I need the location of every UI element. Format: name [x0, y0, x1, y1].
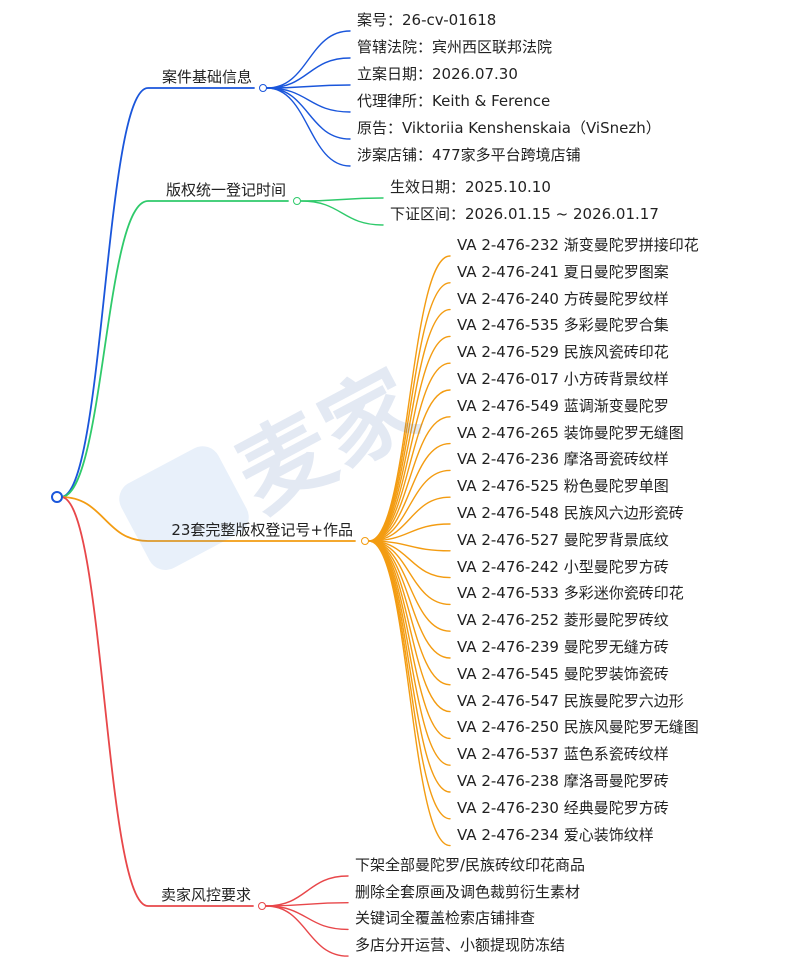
- leaf-connector: [368, 255, 451, 542]
- leaf-item: VA 2-476-241 夏日曼陀罗图案: [457, 262, 669, 281]
- branch-connector: [60, 200, 289, 498]
- branch-connector: [60, 496, 254, 907]
- branch-label: 案件基础信息: [161, 68, 252, 86]
- leaf-item: VA 2-476-549 蓝调渐变曼陀罗: [457, 396, 669, 415]
- leaf-item: VA 2-476-240 方砖曼陀罗纹样: [457, 289, 669, 308]
- leaf-connector: [368, 540, 451, 579]
- leaf-item: 代理律所：Keith & Ference: [357, 92, 551, 110]
- leaf-item: 关键词全覆盖检索店铺排查: [355, 909, 536, 928]
- leaf-item: 原告：Viktoriia Kenshenskaia（ViSnezh）: [357, 119, 661, 137]
- leaf-item: VA 2-476-017 小方砖背景纹样: [457, 370, 669, 388]
- leaf-item: VA 2-476-265 装饰曼陀罗无缝图: [457, 423, 684, 442]
- leaf-connector: [368, 496, 451, 542]
- leaf-item: VA 2-476-527 曼陀罗背景底纹: [457, 530, 669, 549]
- branch-connector: [60, 87, 255, 498]
- leaf-connector: [266, 84, 351, 89]
- branch-label: 版权统一登记时间: [165, 181, 286, 199]
- leaf-item: VA 2-476-230 经典曼陀罗方砖: [457, 798, 669, 817]
- leaf-item: VA 2-476-525 粉色曼陀罗单图: [457, 477, 669, 496]
- leaf-connector: [265, 875, 349, 907]
- leaf-connector: [266, 87, 351, 113]
- leaf-connector: [368, 308, 451, 542]
- leaf-item: 下证区间：2026.01.15 ~ 2026.01.17: [390, 205, 659, 223]
- leaf-connector: [266, 57, 351, 89]
- root-node: [51, 491, 63, 503]
- leaf-item: 涉案店铺：477家多平台跨境店铺: [357, 146, 581, 164]
- leaf-item: 管辖法院：宾州西区联邦法院: [357, 38, 553, 56]
- branch-knot: [258, 902, 266, 910]
- branch-knot: [259, 84, 267, 92]
- leaf-connector: [368, 442, 451, 542]
- leaf-connector: [300, 197, 384, 202]
- leaf-item: VA 2-476-236 摩洛哥瓷砖纹样: [457, 450, 669, 469]
- leaf-item: VA 2-476-547 民族曼陀罗六边形: [457, 691, 684, 710]
- branch-knot: [361, 537, 369, 545]
- leaf-connector: [368, 416, 451, 542]
- leaf-item: VA 2-476-250 民族风曼陀罗无缝图: [457, 718, 699, 737]
- leaf-connector: [368, 540, 451, 847]
- leaf-connector: [368, 540, 451, 740]
- branch-knot: [293, 197, 301, 205]
- leaf-connector: [368, 335, 451, 542]
- leaf-item: VA 2-476-533 多彩迷你瓷砖印花: [457, 584, 684, 603]
- leaf-connector: [265, 902, 349, 907]
- leaf-item: VA 2-476-537 蓝色系瓷砖纹样: [457, 745, 669, 764]
- leaf-item: VA 2-476-535 多彩曼陀罗合集: [457, 316, 669, 335]
- leaf-item: VA 2-476-548 民族风六边形瓷砖: [457, 504, 684, 522]
- leaf-connector: [368, 362, 451, 542]
- leaf-item: VA 2-476-545 曼陀罗装饰瓷砖: [457, 664, 669, 683]
- branch-connector: [60, 496, 356, 542]
- leaf-item: 下架全部曼陀罗/民族砖纹印花商品: [355, 856, 586, 874]
- leaf-item: 多店分开运营、小额提现防冻结: [355, 936, 566, 955]
- leaf-connector: [368, 540, 451, 659]
- leaf-connector: [266, 30, 351, 89]
- leaf-connector: [368, 389, 451, 542]
- leaf-item: 案号：26-cv-01618: [357, 11, 497, 29]
- leaf-item: 生效日期：2025.10.10: [390, 178, 551, 196]
- leaf-item: VA 2-476-239 曼陀罗无缝方砖: [457, 638, 669, 656]
- branch-label: 卖家风控要求: [160, 886, 251, 904]
- leaf-item: VA 2-476-238 摩洛哥曼陀罗砖: [457, 772, 669, 790]
- leaf-connector: [266, 87, 351, 140]
- leaf-connector: [265, 905, 349, 957]
- leaf-connector: [368, 523, 451, 542]
- leaf-connector: [300, 200, 384, 226]
- leaf-item: 删除全套原画及调色裁剪衍生素材: [355, 882, 581, 901]
- leaf-item: VA 2-476-234 爱心装饰纹样: [457, 825, 654, 844]
- leaf-item: VA 2-476-242 小型曼陀罗方砖: [457, 557, 669, 576]
- leaf-item: VA 2-476-232 渐变曼陀罗拼接印花: [457, 236, 699, 254]
- branch-label: 23套完整版权登记号+作品: [171, 521, 353, 539]
- leaf-item: VA 2-476-252 菱形曼陀罗砖纹: [457, 611, 669, 630]
- leaf-connector: [368, 540, 451, 793]
- leaf-connector: [368, 540, 451, 632]
- leaf-connector: [265, 905, 349, 931]
- leaf-item: 立案日期：2026.07.30: [357, 65, 518, 83]
- leaf-connector: [368, 282, 451, 542]
- leaf-connector: [368, 540, 451, 713]
- leaf-connector: [368, 469, 451, 542]
- leaf-item: VA 2-476-529 民族风瓷砖印花: [457, 343, 669, 362]
- leaf-connector: [266, 87, 351, 167]
- leaf-connector: [368, 540, 451, 552]
